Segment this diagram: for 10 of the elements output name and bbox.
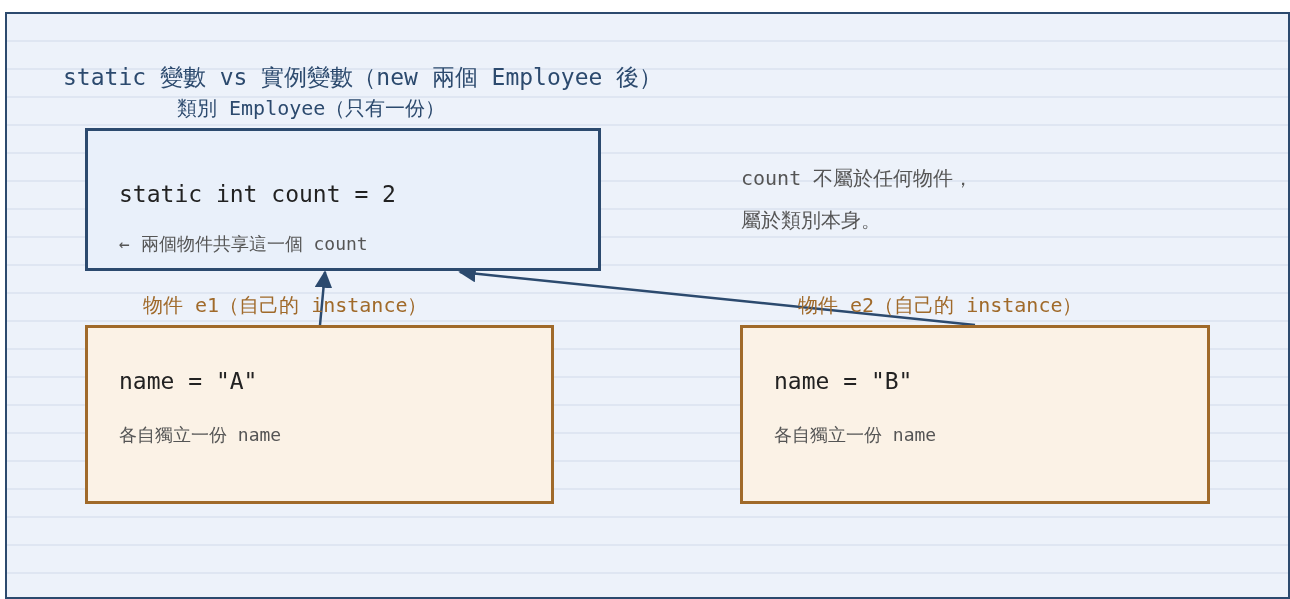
note-text: 各自獨立一份 name <box>119 423 282 447</box>
code-text: name = "A" <box>119 368 258 394</box>
note-text: ← 兩個物件共享這一個 count <box>119 232 368 256</box>
code-text: name = "B" <box>774 368 913 394</box>
note-text: 各自獨立一份 name <box>774 423 937 447</box>
box-heading: 類別 Employee（只有一份） <box>177 95 446 122</box>
note-text: count 不屬於任何物件， <box>741 165 974 192</box>
code-text: static int count = 2 <box>119 181 396 207</box>
note-text: 屬於類別本身。 <box>741 207 881 234</box>
diagram-title: static 變數 vs 實例變數（new 兩個 Employee 後） <box>63 63 663 92</box>
